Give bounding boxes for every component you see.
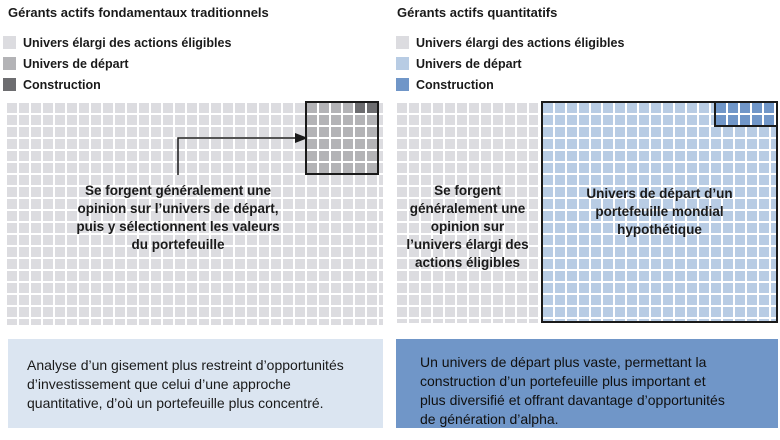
right-eligible-universe-grid <box>397 103 538 323</box>
legend-label: Construction <box>416 77 494 92</box>
left-footer-note: Analyse d’un gisement plus restreint d’o… <box>8 339 383 428</box>
legend-swatch-light-gray-icon <box>396 36 409 49</box>
legend-item-construction: Construction <box>396 77 624 92</box>
legend-label: Construction <box>23 77 101 92</box>
left-legend: Univers élargi des actions éligibles Uni… <box>3 36 231 99</box>
legend-swatch-light-gray-icon <box>3 36 16 49</box>
legend-item-univers-depart: Univers de départ <box>396 56 624 71</box>
right-blue-caption: Univers de départ d’un portefeuille mond… <box>586 186 733 237</box>
legend-label: Univers de départ <box>416 56 522 71</box>
left-panel-title: Gérants actifs fondamentaux traditionnel… <box>8 5 269 20</box>
legend-item-univers-elargi: Univers élargi des actions éligibles <box>3 35 232 50</box>
arrow-to-starting-universe-icon <box>177 133 308 175</box>
left-starting-universe-grid <box>305 101 379 175</box>
legend-label: Univers élargi des actions éligibles <box>416 35 625 50</box>
legend-label: Univers élargi des actions éligibles <box>23 35 232 50</box>
legend-swatch-dark-gray-icon <box>3 78 16 91</box>
right-panel-title: Gérants actifs quantitatifs <box>397 5 558 20</box>
legend-item-univers-depart: Univers de départ <box>3 56 231 71</box>
legend-item-univers-elargi: Univers élargi des actions éligibles <box>396 35 625 50</box>
left-eligible-universe-grid: Se forgent généralement une opinion sur … <box>7 101 383 325</box>
legend-swatch-dark-blue-icon <box>396 78 409 91</box>
right-construction-cells <box>714 103 776 127</box>
right-footer-note: Un univers de départ plus vaste, permett… <box>396 339 778 428</box>
right-gray-caption: Se forgent généralement une opinion sur … <box>406 183 529 270</box>
right-starting-universe-grid: Univers de départ d’un portefeuille mond… <box>541 101 778 323</box>
right-grid-area: Se forgent généralement une opinion sur … <box>397 101 778 323</box>
left-construction-cells <box>355 103 377 113</box>
legend-label: Univers de départ <box>23 56 129 71</box>
legend-item-construction: Construction <box>3 77 231 92</box>
right-legend: Univers élargi des actions éligibles Uni… <box>396 36 624 99</box>
left-grid-caption: Se forgent généralement une opinion sur … <box>76 183 280 252</box>
legend-swatch-light-blue-icon <box>396 57 409 70</box>
legend-swatch-mid-gray-icon <box>3 57 16 70</box>
